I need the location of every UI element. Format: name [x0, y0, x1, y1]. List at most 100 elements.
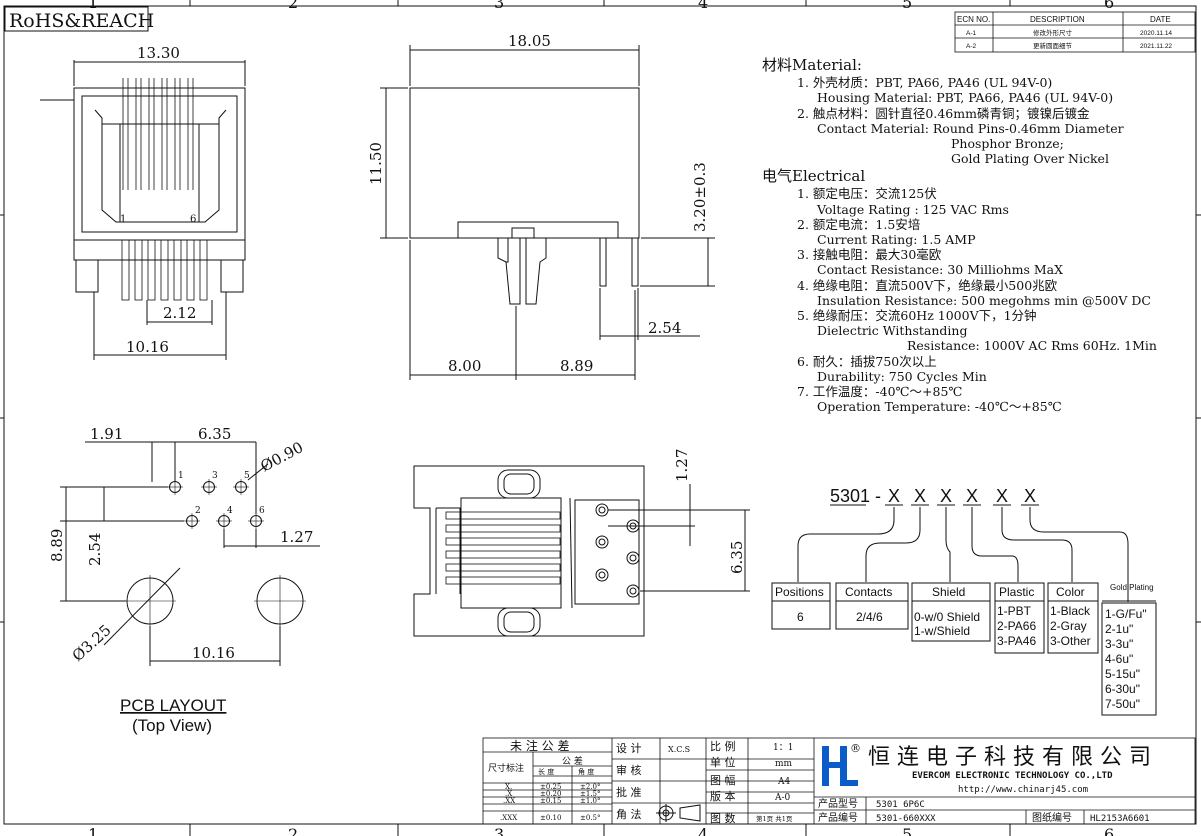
part-code-slot: X — [940, 486, 952, 506]
dim-side-pinlen: 3.20±0.3 — [691, 162, 709, 232]
hole-number: 6 — [259, 506, 265, 516]
code-box-value: 2-1u" — [1105, 622, 1133, 636]
part-label: 产品编号 — [818, 811, 858, 824]
hole-number: 1 — [178, 471, 184, 481]
tol-head: 公 差 — [562, 755, 583, 767]
specification-text: 材料Material:1. 外壳材质：PBT, PA66, PA46 (UL 9… — [762, 40, 1157, 430]
col-number-bottom: 3 — [494, 825, 504, 836]
bottom-view — [413, 465, 750, 637]
code-box-value: 7-50u" — [1105, 697, 1140, 711]
tb-scale-value: 1：1 — [773, 743, 793, 753]
tol-angle: ±1.5° — [580, 790, 601, 798]
side-view — [380, 45, 715, 380]
dim-front-width: 13.30 — [137, 44, 180, 62]
code-boxes — [771, 582, 1157, 716]
dim-pcb-c: 1.27 — [280, 528, 313, 546]
col-number-top: 5 — [902, 0, 912, 12]
part-code-leaders — [797, 504, 1129, 602]
tb-review-label: 审 核 — [616, 763, 642, 777]
tb-version-label: 版 本 — [710, 789, 736, 803]
part-code-slot: X — [996, 486, 1008, 506]
dim-side-left: 8.00 — [448, 357, 481, 375]
spec-line: 7. 工作温度：-40℃～+85℃ — [797, 384, 963, 400]
code-box-value: 5-15u" — [1105, 667, 1140, 681]
tb-sheet-label: 图 数 — [710, 812, 736, 825]
code-box-value: 1-G/Fu" — [1105, 607, 1147, 621]
col-number-bottom: 6 — [1104, 825, 1114, 836]
pcb-layout-subtitle: (Top View) — [132, 716, 212, 735]
code-box-title: Contacts — [845, 585, 892, 599]
col-number-top: 6 — [1104, 0, 1114, 12]
col-number-top: 3 — [494, 0, 504, 12]
hole-number: 3 — [212, 471, 218, 481]
code-box-value: 6-30u" — [1105, 682, 1140, 696]
spec-line: Current Rating: 1.5 AMP — [817, 232, 976, 248]
code-box-title: Positions — [775, 585, 824, 599]
spec-line: Operation Temperature: -40℃～+85℃ — [817, 399, 1062, 415]
company-logo-icon — [822, 746, 858, 786]
part-code-slot: X — [914, 486, 926, 506]
code-box-value: 2-PA66 — [997, 619, 1036, 633]
code-box-value: 4-6u" — [1105, 652, 1133, 666]
tb-version-value: A-0 — [774, 793, 791, 803]
tol-length: ±0.25 — [540, 783, 561, 791]
spec-line: Voltage Rating : 125 VAC Rms — [817, 201, 1009, 217]
dim-side-length: 18.05 — [508, 32, 551, 50]
pin-label-first: 1 — [120, 214, 126, 225]
spec-line: 2. 触点材料：圆针直径0.46mm磷青铜；镀镍后镀金 — [797, 105, 1090, 121]
dim-pcb-e: 2.54 — [86, 533, 104, 566]
spec-line: Phosphor Bronze; — [951, 136, 1064, 152]
rev-ecn: A-1 — [966, 30, 977, 37]
code-box-value: 3-3u" — [1105, 637, 1133, 651]
spec-line: 3. 接触电阻：最大30毫欧 — [797, 247, 942, 263]
pcb-layout — [60, 441, 320, 666]
tb-approve-label: 批 准 — [616, 785, 642, 799]
dim-pcb-d: 8.89 — [48, 529, 66, 562]
pin-label-last: 6 — [190, 214, 196, 225]
tol-angle: ±2.0° — [580, 783, 601, 791]
spec-line: Insulation Resistance: 500 megohms min @… — [817, 292, 1151, 308]
company-url: http://www.chinarj45.com — [958, 785, 1088, 795]
code-box-value: 1-PBT — [997, 604, 1032, 618]
tb-angle-label: 角 法 — [616, 807, 642, 821]
part-value: 5301-660XXX — [876, 814, 936, 824]
logo-registered-mark: ® — [850, 742, 861, 755]
revision-table — [954, 11, 1196, 53]
company-name-en: EVERCOM ELECTRONIC TECHNOLOGY CO.,LTD — [912, 771, 1113, 781]
model-label: 产品型号 — [818, 797, 858, 810]
col-number-top: 2 — [288, 0, 298, 12]
rev-header-desc: DESCRIPTION — [1030, 15, 1085, 24]
rev-desc: 更新圆面细节 — [1033, 41, 1073, 50]
tol-label: 尺寸标注 — [488, 762, 524, 774]
electrical-heading: 电气Electrical — [762, 167, 866, 186]
material-heading: 材料Material: — [762, 56, 862, 75]
dim-pcb-b: 6.35 — [198, 425, 231, 443]
part-code-slot: X — [1024, 486, 1036, 506]
tol-length: ±0.15 — [540, 797, 561, 805]
col-number-bottom: 2 — [288, 825, 298, 836]
code-box-value: 1-w/Shield — [914, 624, 970, 638]
spec-line: Contact Resistance: 30 Milliohms MaX — [817, 262, 1063, 278]
dim-front-base: 10.16 — [126, 338, 169, 356]
spec-line: 4. 绝缘电阻：直流500V下，绝缘最小500兆欧 — [797, 277, 1058, 293]
spec-line: 5. 绝缘耐压：交流60Hz 1000V下，1分钟 — [797, 308, 1037, 324]
rev-date: 2021.11.22 — [1140, 43, 1172, 50]
code-box-value: 3-PA46 — [997, 634, 1036, 648]
code-box-title: Shield — [932, 585, 965, 599]
dim-bottom-b: 6.35 — [728, 541, 746, 574]
tol-key: X. — [505, 783, 512, 791]
tb-size-label: 图 幅 — [710, 774, 736, 787]
company-name-cn: 恒 连 电 子 科 技 有 限 公 司 — [868, 745, 1151, 770]
part-code-slot: X — [966, 486, 978, 506]
spec-line: Housing Material: PBT, PA66, PA46 (UL 94… — [817, 90, 1114, 106]
hole-number: 5 — [244, 471, 250, 481]
spec-line: Gold Plating Over Nickel — [951, 151, 1109, 167]
tol-key: .XX — [503, 797, 515, 805]
code-box-value: 2/4/6 — [856, 610, 883, 624]
pcb-layout-title: PCB LAYOUT — [120, 696, 226, 715]
tb-sheet-value: 第1页 共1页 — [756, 814, 793, 823]
title-block-grid — [482, 737, 1196, 825]
spec-line: Resistance: 1000V AC Rms 60Hz. 1Min — [907, 338, 1157, 354]
tb-design-value: X.C.S — [668, 745, 690, 754]
